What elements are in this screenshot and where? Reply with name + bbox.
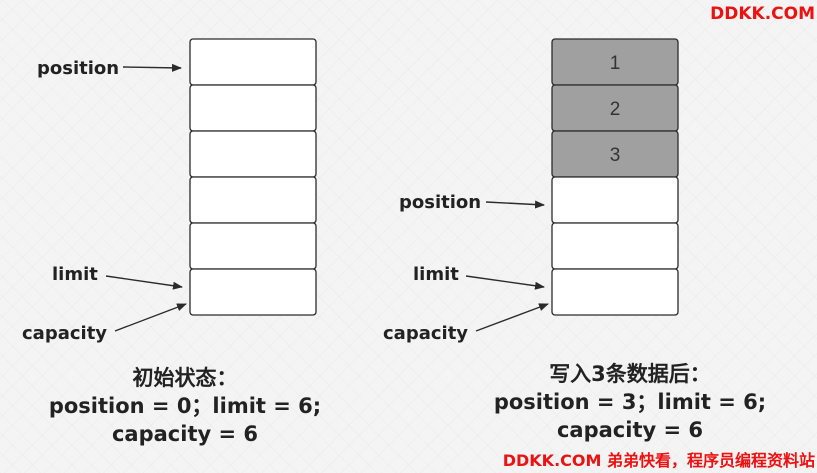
right-capacity-label: capacity [383,323,468,344]
left-capacity-label: capacity [22,323,107,344]
left-caption-title: 初始状态： [132,366,238,390]
right-position-arrow [485,200,545,209]
left-position-arrow [122,63,182,72]
left-cell-4 [189,222,317,270]
left-cell-3 [189,176,317,224]
left-cell-2 [189,130,317,178]
right-limit-label: limit [413,264,459,285]
left-cell-1 [189,84,317,132]
left-position-label: position [37,58,119,79]
right-caption: 写入3条数据后： position = 3；limit = 6; capacit… [480,360,780,444]
left-caption: 初始状态： position = 0；limit = 6; capacity =… [40,364,330,448]
left-cell-0 [189,38,317,86]
right-position-label: position [399,192,481,213]
left-cell-5 [189,268,317,316]
watermark-bottom: DDKK.COM 弟弟快看，程序员编程资料站 [502,451,815,470]
right-capacity-arrow [475,303,549,332]
left-limit-arrow [105,275,183,290]
right-buffer: 1 2 3 [551,38,679,316]
left-capacity-arrow [114,303,187,332]
right-limit-arrow [465,275,545,290]
right-caption-position-limit: position = 3；limit = 6; [493,390,767,414]
right-cell-2-value: 3 [610,145,621,166]
right-cell-0-value: 1 [610,53,621,74]
right-caption-capacity: capacity = 6 [556,418,704,442]
left-limit-label: limit [52,264,98,285]
watermark-top: DDKK.COM [710,4,815,24]
left-caption-position-limit: position = 0；limit = 6; [48,394,322,418]
left-caption-capacity: capacity = 6 [111,422,259,446]
left-buffer [189,38,317,316]
right-cell-5 [551,268,679,316]
right-cell-3 [551,176,679,224]
right-cell-1-value: 2 [610,99,621,120]
right-caption-title: 写入3条数据后： [549,362,711,386]
right-cell-4 [551,222,679,270]
